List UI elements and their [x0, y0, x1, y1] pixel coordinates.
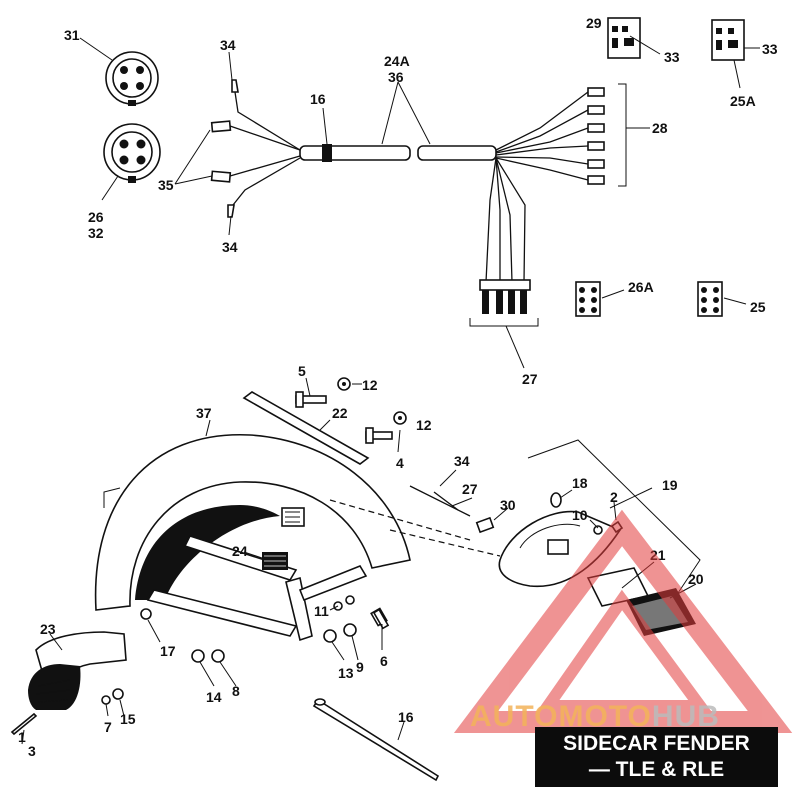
callout-14: 14 — [206, 689, 222, 705]
callout-24: 24 — [232, 543, 248, 559]
title-line-1: SIDECAR FENDER — [563, 732, 750, 755]
callout-12: 12 — [416, 417, 432, 433]
callout-35: 35 — [158, 177, 174, 193]
connector-25A — [711, 19, 745, 61]
callout-34: 34 — [454, 453, 470, 469]
callout-32: 32 — [88, 225, 104, 241]
callout-12: 12 — [362, 377, 378, 393]
dashed-assembly-line — [329, 499, 501, 557]
connector-26-32 — [103, 123, 161, 183]
callout-33: 33 — [762, 41, 778, 57]
harness-sleeve-24A-36 — [299, 91, 589, 283]
nut-12a — [337, 377, 351, 391]
callout-8: 8 — [232, 683, 240, 699]
callout-15: 15 — [120, 711, 136, 727]
callout-37: 37 — [196, 405, 212, 421]
callout-4: 4 — [396, 455, 404, 471]
leader-lines — [21, 35, 760, 745]
wire-34-27 — [409, 485, 471, 517]
callout-33: 33 — [664, 49, 680, 65]
bolt-5 — [295, 391, 327, 408]
callout-9: 9 — [356, 659, 364, 675]
callout-36: 36 — [388, 69, 404, 85]
callout-29: 29 — [586, 15, 602, 31]
callout-18: 18 — [572, 475, 588, 491]
bolt-4 — [365, 427, 393, 444]
callout-19: 19 — [662, 477, 678, 493]
callout-27: 27 — [462, 481, 478, 497]
connector-25 — [697, 281, 723, 317]
tail-lamp-bracket-23 — [28, 631, 127, 710]
connector-31 — [105, 51, 159, 106]
callout-16: 16 — [310, 91, 326, 107]
right-terminals-28 — [587, 83, 627, 187]
callout-2: 2 — [610, 489, 618, 505]
watermark-logo — [453, 509, 793, 733]
callout-26A: 26A — [628, 279, 654, 295]
reflector-24 — [262, 552, 288, 570]
small-hardware-7-15 — [10, 688, 124, 736]
hardware-left — [140, 608, 225, 663]
callout-labels: 31 26 32 34 34 35 16 24A 36 28 29 33 33 … — [18, 15, 778, 759]
callout-26: 26 — [88, 209, 104, 225]
fender-37 — [94, 434, 411, 611]
diagram-title: SIDECAR FENDER — TLE & RLE — [535, 727, 778, 787]
connector-29 — [607, 17, 641, 59]
callout-3: 3 — [28, 743, 36, 759]
callout-5: 5 — [298, 363, 306, 379]
callout-7: 7 — [104, 719, 112, 735]
callout-20: 20 — [688, 571, 704, 587]
callout-25A: 25A — [730, 93, 756, 109]
callout-11: 11 — [314, 603, 329, 619]
callout-23: 23 — [40, 621, 56, 637]
callout-30: 30 — [500, 497, 516, 513]
connector-26A — [575, 281, 601, 317]
callout-6: 6 — [380, 653, 388, 669]
callout-17: 17 — [160, 643, 176, 659]
connector-30 — [475, 516, 495, 534]
callout-25: 25 — [750, 299, 766, 315]
bottom-terminals-27 — [469, 279, 539, 327]
hardware-right — [323, 595, 390, 643]
callout-24A: 24A — [384, 53, 410, 69]
callout-34: 34 — [222, 239, 238, 255]
callout-27: 27 — [522, 371, 538, 387]
callout-10: 10 — [572, 507, 588, 523]
callout-1: 1 — [18, 729, 26, 745]
strip-22 — [242, 391, 370, 465]
callout-13: 13 — [338, 665, 354, 681]
callout-28: 28 — [652, 120, 668, 136]
terminals-34-35 — [210, 79, 301, 218]
callout-22: 22 — [332, 405, 348, 421]
bulb-18 — [550, 492, 562, 508]
callout-31: 31 — [64, 27, 80, 43]
callout-16: 16 — [398, 709, 414, 725]
callout-34: 34 — [220, 37, 236, 53]
washer-10 — [593, 525, 603, 535]
nut-12b — [393, 411, 407, 425]
title-line-2: — TLE & RLE — [588, 758, 725, 781]
strap-16 — [312, 698, 440, 782]
